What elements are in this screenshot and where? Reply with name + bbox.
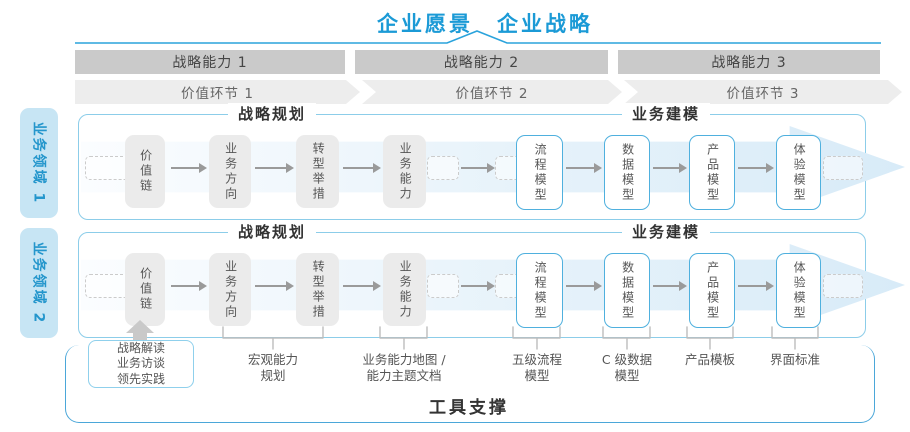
business-domain-tab-2: 业务领域 2 xyxy=(20,228,58,338)
flow-arrow-icon xyxy=(738,281,774,291)
deliverable-brackets xyxy=(222,326,819,350)
flow-arrow-icon xyxy=(461,281,495,291)
box-process-model: 流程模型 xyxy=(516,253,563,328)
strategy-input-callout: 战略解读 业务访谈 领先实践 xyxy=(88,340,194,388)
box-product-model: 产品模型 xyxy=(689,135,735,210)
box-experience-model: 体验模型 xyxy=(776,253,821,328)
value-link-chevron-3: 价值环节 3 xyxy=(624,80,902,104)
box-label: 业务方向 xyxy=(223,259,238,320)
deliverable-c-level-data-model: C 级数据 模型 xyxy=(601,352,653,384)
section-title-business-modeling: 业务建模 xyxy=(621,221,711,242)
box-transformation-initiatives: 转型举措 xyxy=(296,253,339,326)
box-label: 产品模型 xyxy=(705,260,720,321)
box-label: 价值链 xyxy=(138,267,153,312)
deliverable-level5-process-model: 五级流程 模型 xyxy=(511,352,562,384)
flow-arrow-icon xyxy=(171,163,207,173)
box-label: 体验模型 xyxy=(792,260,807,321)
box-label: 数据模型 xyxy=(620,260,635,321)
box-label: 业务方向 xyxy=(223,141,238,202)
business-domain-tab-1: 业务领域 1 xyxy=(20,108,58,218)
value-link-chevron-1: 价值环节 1 xyxy=(75,80,360,104)
box-label: 业务能力 xyxy=(398,141,413,202)
box-value-chain: 价值链 xyxy=(125,253,165,326)
flow-arrow-icon xyxy=(566,163,602,173)
placeholder-dashed-box xyxy=(823,156,863,180)
strategic-capability-bar-2: 战略能力 2 xyxy=(355,50,608,74)
section-title-business-modeling: 业务建模 xyxy=(621,103,711,124)
flow-arrow-icon xyxy=(343,281,381,291)
flow-arrow-icon xyxy=(653,163,687,173)
tool-support-container xyxy=(65,345,875,423)
flow-arrow-icon xyxy=(566,281,602,291)
flow-arrow-icon xyxy=(255,281,294,291)
placeholder-dashed-box xyxy=(85,274,131,298)
flow-arrow-icon xyxy=(461,163,495,173)
flow-arrow-icon xyxy=(653,281,687,291)
box-process-model: 流程模型 xyxy=(516,135,563,210)
enterprise-vision-title: 企业愿景 xyxy=(377,12,473,36)
placeholder-dashed-box xyxy=(427,274,459,298)
box-data-model: 数据模型 xyxy=(604,253,650,328)
box-label: 业务能力 xyxy=(398,259,413,320)
box-label: 流程模型 xyxy=(533,260,548,321)
up-arrow-icon xyxy=(133,333,147,343)
flow-arrow-icon xyxy=(343,163,381,173)
section-title-strategic-planning: 战略规划 xyxy=(227,221,317,242)
enterprise-strategy-title: 企业战略 xyxy=(497,12,593,36)
up-arrow-icon xyxy=(126,320,154,333)
strategic-capability-bar-1: 战略能力 1 xyxy=(75,50,345,74)
strategic-capability-bar-3: 战略能力 3 xyxy=(618,50,880,74)
box-label: 流程模型 xyxy=(533,142,548,203)
box-business-capability: 业务能力 xyxy=(383,135,426,208)
placeholder-dashed-box xyxy=(823,274,863,298)
deliverable-product-template: 产品模板 xyxy=(684,352,735,367)
box-business-capability: 业务能力 xyxy=(383,253,426,326)
domain-1-panel: 战略规划 业务建模 价值链 业务方向 转型举措 业务能力 流程模型 数据模型 产… xyxy=(78,103,905,220)
deliverable-ui-standard: 界面标准 xyxy=(769,352,820,367)
box-product-model: 产品模型 xyxy=(689,253,735,328)
box-label: 体验模型 xyxy=(792,142,807,203)
tool-support-title: 工具支撑 xyxy=(429,398,509,418)
box-label: 转型举措 xyxy=(311,141,326,202)
deliverable-macro-capability-planning: 宏观能力 规划 xyxy=(247,352,298,384)
deliverable-capability-map-docs: 业务能力地图 / 能力主题文档 xyxy=(362,352,446,384)
box-label: 转型举措 xyxy=(311,259,326,320)
domain-label: 业务领域 1 xyxy=(30,121,46,205)
flow-arrow-icon xyxy=(255,163,294,173)
box-data-model: 数据模型 xyxy=(604,135,650,210)
placeholder-dashed-box xyxy=(427,156,459,180)
box-label: 价值链 xyxy=(138,149,153,194)
vision-underline-notch xyxy=(75,30,881,44)
value-link-chevron-2: 价值环节 2 xyxy=(362,80,622,104)
box-value-chain: 价值链 xyxy=(125,135,165,208)
box-business-direction: 业务方向 xyxy=(209,253,251,326)
flow-arrow-icon xyxy=(738,163,774,173)
box-business-direction: 业务方向 xyxy=(209,135,251,208)
section-title-strategic-planning: 战略规划 xyxy=(227,103,317,124)
box-transformation-initiatives: 转型举措 xyxy=(296,135,339,208)
box-label: 数据模型 xyxy=(620,142,635,203)
domain-2-panel: 战略规划 业务建模 价值链 业务方向 转型举措 业务能力 流程模型 数据模型 产… xyxy=(78,221,905,338)
domain-label: 业务领域 2 xyxy=(30,241,46,325)
flow-arrow-icon xyxy=(171,281,207,291)
box-label: 产品模型 xyxy=(705,142,720,203)
box-experience-model: 体验模型 xyxy=(776,135,821,210)
